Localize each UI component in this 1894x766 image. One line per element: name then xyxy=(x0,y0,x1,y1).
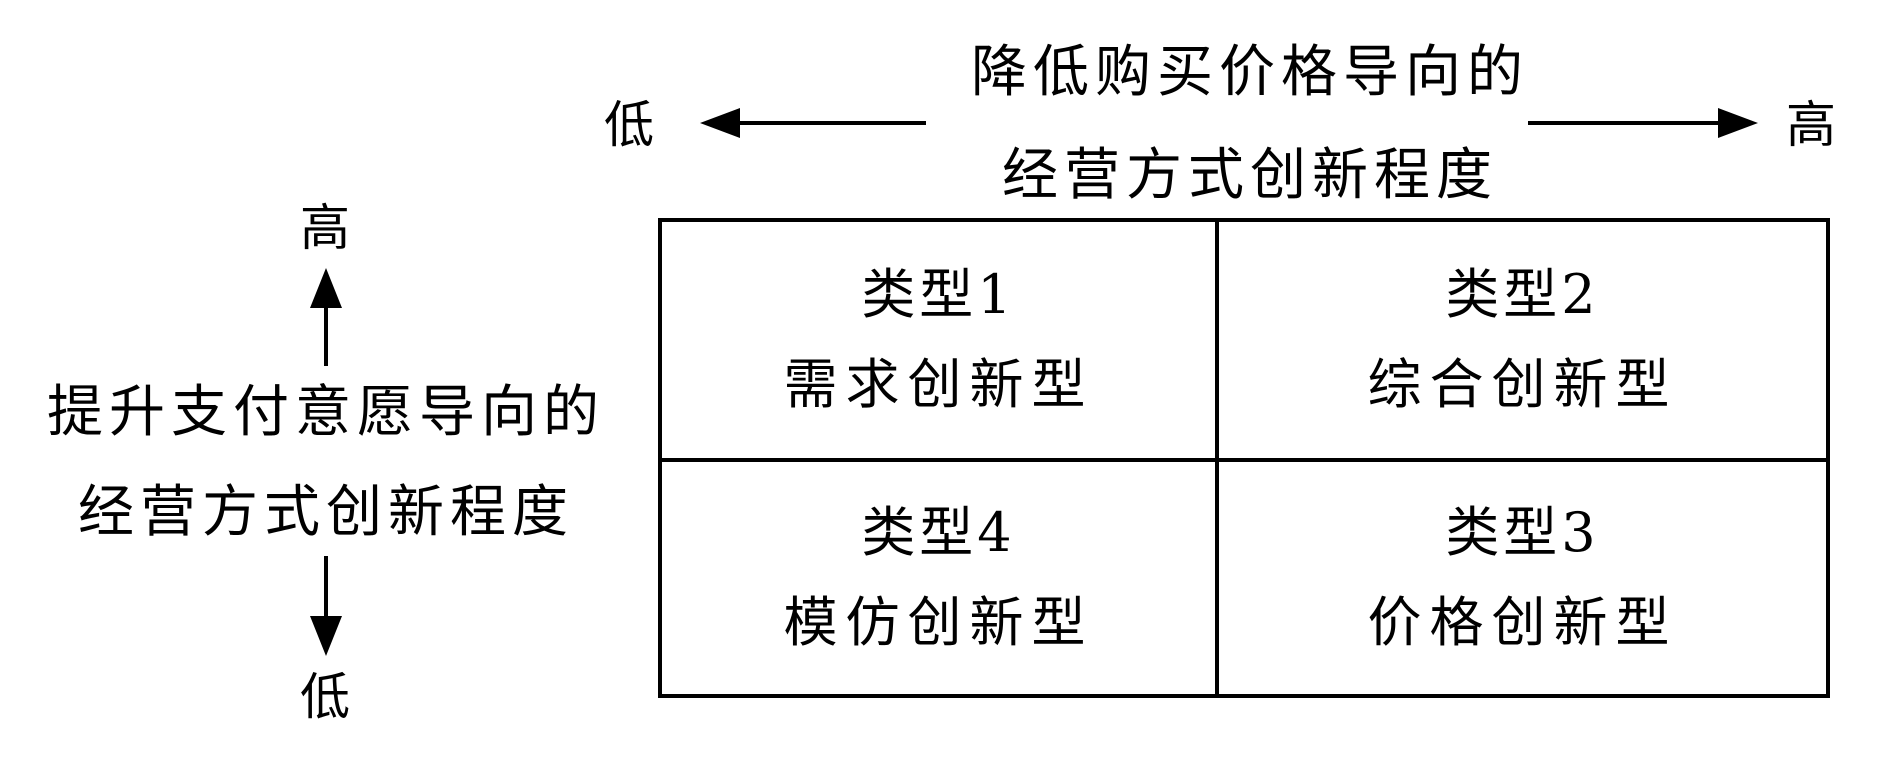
vertical-axis-low-label: 低 xyxy=(300,668,352,726)
quadrant-name-label: 模仿创新型 xyxy=(783,591,1094,654)
horizontal-axis-title-line2: 经营方式创新程度 xyxy=(1002,143,1498,208)
quadrant-name-label: 价格创新型 xyxy=(1367,591,1678,654)
quadrant-type-label: 类型1 xyxy=(861,263,1016,326)
horizontal-axis-high-label: 高 xyxy=(1786,96,1838,154)
quadrant-top-right: 类型2 综合创新型 xyxy=(1219,222,1826,462)
quadrant-name-label: 综合创新型 xyxy=(1367,353,1678,416)
vertical-axis-title-line1: 提升支付意愿导向的 xyxy=(47,380,605,445)
horizontal-axis-title-line1: 降低购买价格导向的 xyxy=(971,40,1529,105)
vertical-axis-title-line2: 经营方式创新程度 xyxy=(78,480,574,545)
quadrant-type-label: 类型3 xyxy=(1445,501,1600,564)
left-arrow-icon xyxy=(700,108,926,138)
right-arrow-icon xyxy=(1528,108,1758,138)
quadrant-type-label: 类型4 xyxy=(861,501,1016,564)
up-arrow-icon xyxy=(310,268,342,366)
quadrant-bottom-left: 类型4 模仿创新型 xyxy=(662,462,1219,694)
quadrant-matrix: 类型1 需求创新型 类型2 综合创新型 类型4 模仿创新型 类型3 价格创新型 xyxy=(658,218,1830,698)
quadrant-name-label: 需求创新型 xyxy=(783,353,1094,416)
horizontal-axis-low-label: 低 xyxy=(604,96,656,154)
quadrant-bottom-right: 类型3 价格创新型 xyxy=(1219,462,1826,694)
down-arrow-icon xyxy=(310,556,342,656)
quadrant-top-left: 类型1 需求创新型 xyxy=(662,222,1219,462)
vertical-axis-high-label: 高 xyxy=(300,199,352,257)
quadrant-type-label: 类型2 xyxy=(1445,263,1600,326)
